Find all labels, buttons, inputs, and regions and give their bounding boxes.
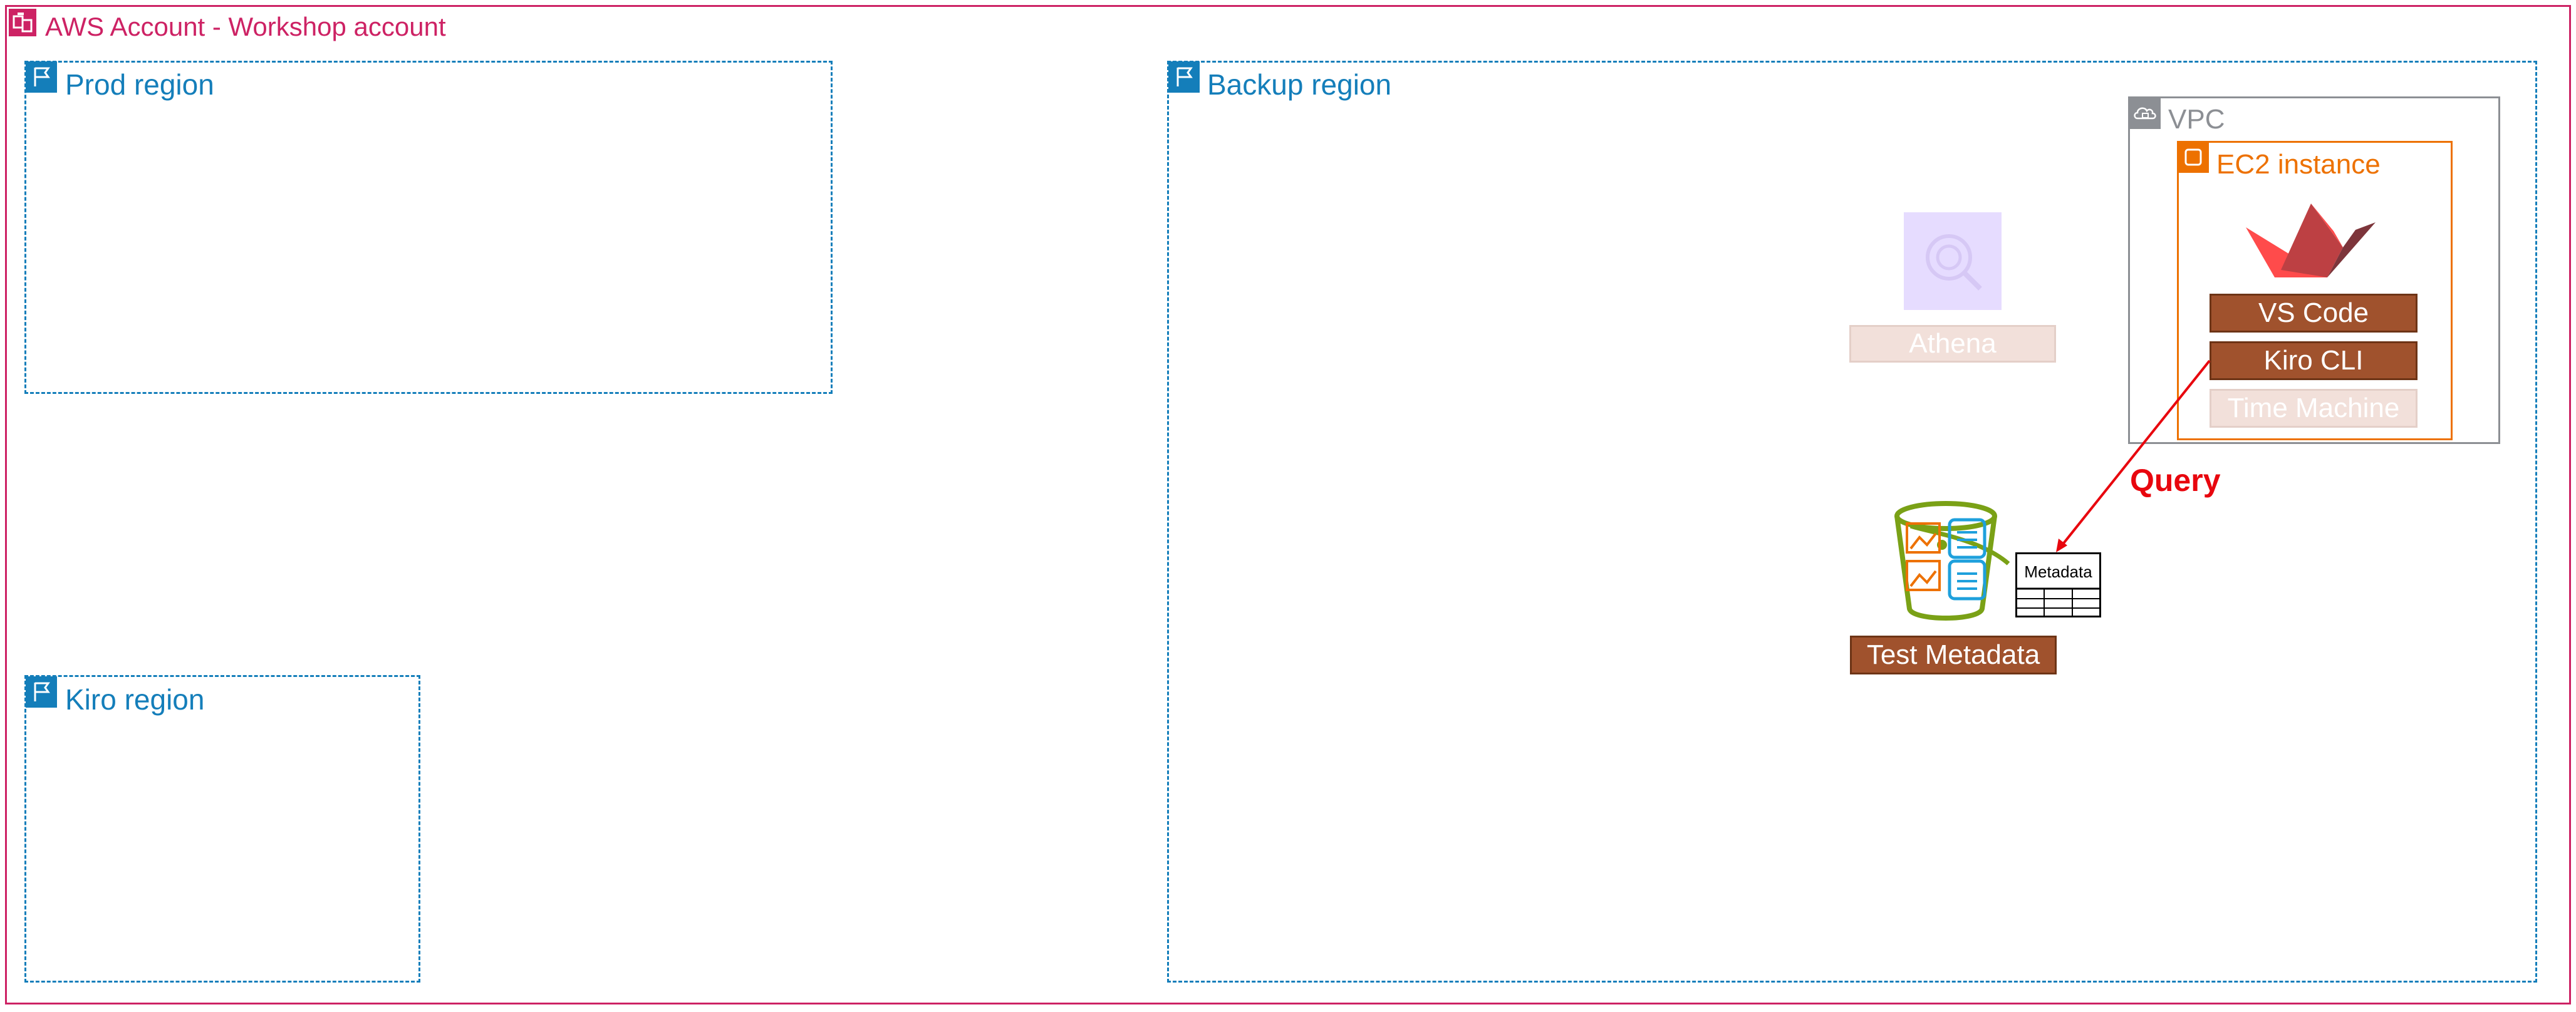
aws-account-container [5, 5, 2571, 1004]
kiro-region-label: Kiro region [65, 683, 205, 716]
kiro-cli-node: Kiro CLI [2210, 341, 2418, 380]
query-edge-label: Query [2130, 463, 2221, 498]
ec2-instance-label: EC2 instance [2216, 149, 2381, 180]
region-flag-icon [26, 61, 57, 93]
account-title: AWS Account - Workshop account [45, 12, 446, 41]
metadata-table: Metadata [2015, 552, 2101, 617]
backup-region-box [1167, 61, 2537, 983]
vpc-cloud-icon [2129, 98, 2161, 129]
athena-label: Athena [1849, 325, 2056, 363]
aws-account-icon [9, 9, 36, 36]
backup-region-label: Backup region [1207, 68, 1392, 101]
prod-region-box [24, 61, 833, 394]
kiro-region-box [24, 675, 420, 983]
ec2-instance-box [2177, 141, 2453, 440]
test-metadata-label: Test Metadata [1850, 636, 2057, 674]
region-flag-icon [1168, 61, 1200, 93]
metadata-table-label: Metadata [2024, 562, 2092, 581]
prod-region-label: Prod region [65, 68, 214, 101]
vpc-box [2128, 96, 2500, 444]
time-machine-node: Time Machine [2210, 389, 2418, 428]
vs-code-node: VS Code [2210, 294, 2418, 333]
streamlit-boat-logo [2246, 204, 2376, 277]
table-icon [2015, 552, 2101, 617]
s3-bucket-icon [1894, 501, 2010, 621]
athena-icon [1904, 212, 2002, 310]
ec2-instance-icon [2178, 142, 2209, 173]
region-flag-icon [26, 676, 57, 708]
vpc-label: VPC [2168, 104, 2225, 135]
